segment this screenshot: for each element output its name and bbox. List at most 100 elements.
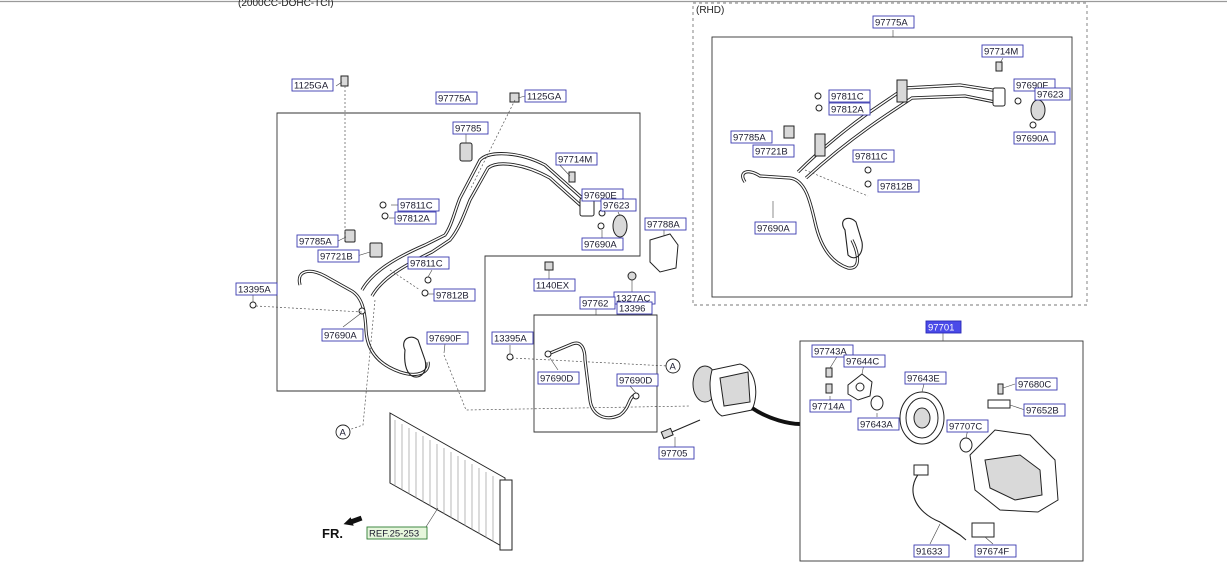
callout-box[interactable]	[616, 373, 659, 387]
callout-c97674f[interactable]: 97674F	[974, 544, 1017, 558]
callout-box[interactable]	[730, 130, 773, 144]
callout-box[interactable]	[754, 221, 797, 235]
callout-code[interactable]: 97721B	[755, 147, 788, 158]
callout-code[interactable]: 97714M	[984, 47, 1018, 58]
callout-box[interactable]	[843, 354, 886, 368]
callout-box[interactable]	[581, 237, 624, 251]
callout-r97714m[interactable]: 97714M	[981, 44, 1024, 58]
callout-box[interactable]	[1015, 377, 1058, 391]
callout-r97721b[interactable]: 97721B	[752, 144, 795, 158]
callout-r97812a[interactable]: 97812A	[828, 102, 871, 116]
callout-code[interactable]: 97788A	[647, 220, 680, 231]
callout-box[interactable]	[321, 328, 364, 342]
callout-box[interactable]	[433, 288, 476, 302]
callout-l97705[interactable]: 97705	[658, 446, 695, 460]
callout-code[interactable]: 97721B	[320, 252, 353, 263]
callout-box[interactable]	[533, 278, 576, 292]
callout-l13396[interactable]: 13396	[616, 301, 653, 315]
callout-c97643e[interactable]: 97643E	[904, 371, 947, 385]
callout-code[interactable]: 97690F	[1016, 81, 1048, 92]
callout-code[interactable]: 97811C	[410, 259, 443, 270]
callout-code[interactable]: 97743A	[814, 347, 847, 358]
callout-box[interactable]	[658, 446, 695, 460]
callout-l97788a[interactable]: 97788A	[644, 217, 687, 231]
callout-l13395a_b[interactable]: 13395A	[491, 331, 534, 345]
callout-c97680c[interactable]: 97680C	[1015, 377, 1058, 391]
callout-box[interactable]	[426, 331, 469, 345]
callout-box[interactable]	[317, 249, 360, 263]
callout-l97690d_a[interactable]: 97690D	[537, 371, 580, 385]
callout-l97690a_b[interactable]: 97690A	[321, 328, 364, 342]
callout-code[interactable]: 1125GA	[527, 92, 562, 103]
callout-code[interactable]: 97812A	[831, 105, 864, 116]
callout-l1140ex[interactable]: 1140EX	[533, 278, 576, 292]
callout-c97652b[interactable]: 97652B	[1023, 403, 1066, 417]
callout-code[interactable]: 97643A	[860, 420, 893, 431]
callout-code[interactable]: 97674F	[977, 547, 1009, 558]
callout-box[interactable]	[296, 234, 339, 248]
callout-code[interactable]: 13396	[619, 304, 645, 315]
callout-code[interactable]: 97811C	[831, 92, 864, 103]
callout-box[interactable]	[857, 417, 900, 431]
callout-code[interactable]: 97690D	[540, 374, 573, 385]
callout-l97690d_b[interactable]: 97690D	[616, 373, 659, 387]
callout-r97785a[interactable]: 97785A	[730, 130, 773, 144]
callout-code[interactable]: 97785	[455, 124, 481, 135]
callout-l97812a_a[interactable]: 97812A	[394, 211, 437, 225]
callout-box[interactable]	[925, 320, 962, 334]
callout-l97785a[interactable]: 97785A	[296, 234, 339, 248]
callout-code[interactable]: 97690F	[429, 334, 461, 345]
callout-l1125ga_a[interactable]: 1125GA	[291, 78, 334, 92]
callout-code[interactable]: 13395A	[494, 334, 527, 345]
callout-r97690a_a[interactable]: 97690A	[1013, 131, 1056, 145]
callout-box[interactable]	[555, 152, 598, 166]
callout-code[interactable]: 97811C	[855, 152, 888, 163]
callout-box[interactable]	[644, 217, 687, 231]
callout-code[interactable]: 97762	[582, 299, 608, 310]
callout-code[interactable]: 97785A	[733, 133, 766, 144]
callout-code[interactable]: 1125GA	[294, 81, 329, 92]
callout-box[interactable]	[435, 91, 478, 105]
callout-c97743a[interactable]: 97743A	[811, 344, 854, 358]
callout-l97811c_b[interactable]: 97811C	[407, 256, 450, 270]
callout-r97811c_a[interactable]: 97811C	[828, 89, 871, 103]
callout-box[interactable]	[452, 121, 489, 135]
callout-l1125ga_b[interactable]: 1125GA	[524, 89, 567, 103]
callout-l97714m[interactable]: 97714M	[555, 152, 598, 166]
callout-box[interactable]	[828, 89, 871, 103]
callout-code[interactable]: 91633	[916, 547, 942, 558]
callout-box[interactable]	[235, 282, 278, 296]
callout-code[interactable]: 97690D	[619, 376, 652, 387]
callout-code[interactable]: 1140EX	[536, 281, 570, 292]
callout-box[interactable]	[397, 198, 440, 212]
callout-box[interactable]	[852, 149, 895, 163]
callout-code[interactable]: 97811C	[400, 201, 433, 212]
callout-box[interactable]	[579, 296, 616, 310]
callout-code[interactable]: 97690A	[584, 240, 617, 251]
callout-code[interactable]: 97812B	[880, 182, 913, 193]
callout-code[interactable]: 97785A	[299, 237, 332, 248]
callout-box[interactable]	[904, 371, 947, 385]
callout-code[interactable]: 97690E	[584, 191, 617, 202]
callout-code[interactable]: 97690A	[1016, 134, 1049, 145]
callout-code[interactable]: 97643E	[907, 374, 940, 385]
callout-c97644c[interactable]: 97644C	[843, 354, 886, 368]
callout-r97623[interactable]: 97623	[1034, 87, 1071, 101]
callout-l97623[interactable]: 97623	[600, 198, 637, 212]
callout-l97811c_a[interactable]: 97811C	[397, 198, 440, 212]
callout-code[interactable]: 97623	[603, 201, 629, 212]
callout-box[interactable]	[600, 198, 637, 212]
callout-code[interactable]: 97652B	[1026, 406, 1059, 417]
callout-code[interactable]: 97705	[661, 449, 687, 460]
callout-box[interactable]	[1034, 87, 1071, 101]
callout-box[interactable]	[811, 344, 854, 358]
callout-box[interactable]	[394, 211, 437, 225]
callout-code[interactable]: 97714M	[558, 155, 592, 166]
callout-box[interactable]	[1013, 131, 1056, 145]
callout-c91633[interactable]: 91633	[913, 544, 950, 558]
callout-code[interactable]: 13395A	[238, 285, 271, 296]
callout-code[interactable]: 97775A	[875, 18, 908, 29]
callout-c97714a[interactable]: 97714A	[809, 399, 852, 413]
callout-r97690a_b[interactable]: 97690A	[754, 221, 797, 235]
callout-box[interactable]	[752, 144, 795, 158]
